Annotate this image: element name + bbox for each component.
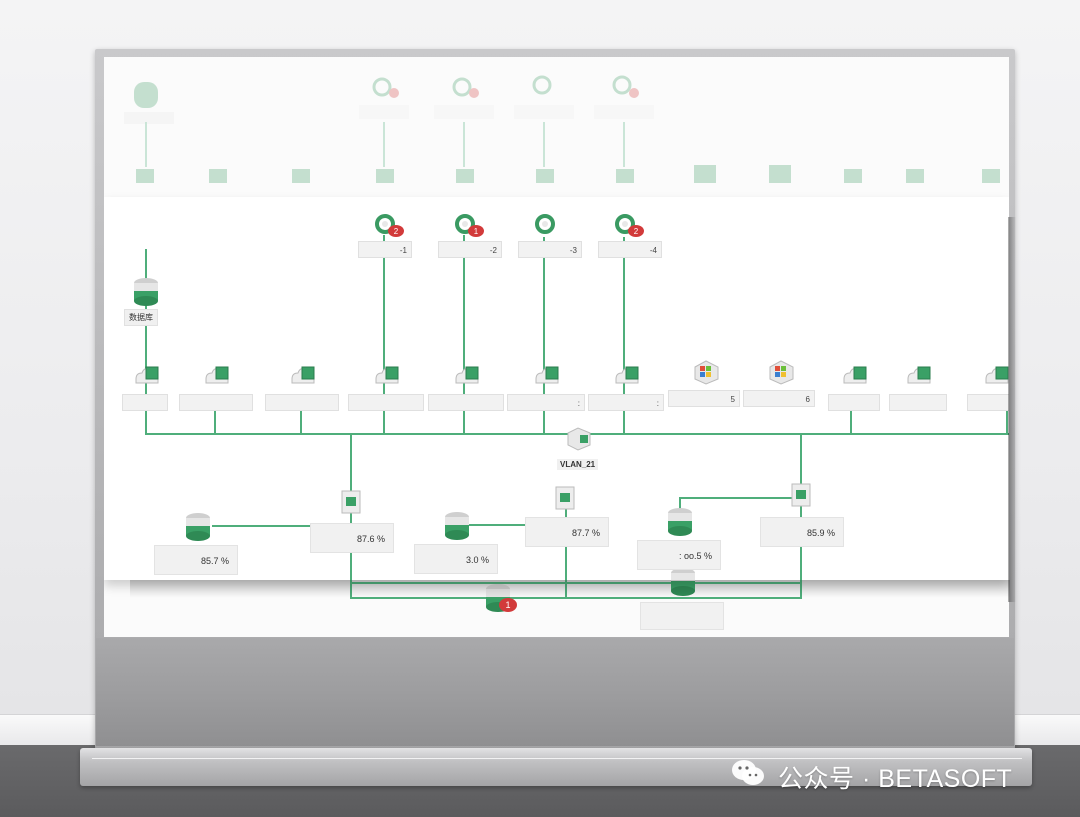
host-server-icon[interactable] <box>614 361 642 389</box>
bottom-bus <box>350 597 802 599</box>
link-db3-drop <box>679 497 681 517</box>
metric-value: 3.0 % <box>465 555 489 565</box>
host-server-icon[interactable] <box>290 361 318 389</box>
metric-card-empty[interactable] <box>640 602 724 630</box>
alert-badge: 1 <box>499 598 517 612</box>
windows-host-icon[interactable] <box>767 357 795 385</box>
vlan-label: VLAN_21 <box>557 459 599 470</box>
app-service-icon[interactable]: 2 <box>372 211 404 239</box>
host-node-label <box>889 394 947 411</box>
metric-value: 85.9 % <box>806 528 835 538</box>
host-node-label: : <box>967 394 1009 411</box>
host-node-label <box>265 394 339 411</box>
host-server-icon[interactable] <box>906 361 934 389</box>
host-server-icon[interactable] <box>204 361 232 389</box>
link-app1 <box>383 235 385 434</box>
svg-text:2: 2 <box>634 227 639 236</box>
app-service-icon[interactable]: 2 <box>612 211 644 239</box>
metric-card[interactable]: 85.9 % <box>760 517 844 547</box>
host-node-label <box>828 394 880 411</box>
server-icon[interactable] <box>554 485 576 511</box>
ghost-topology-reflection <box>104 57 1009 197</box>
topology-panel: 数据库 2-11-2-32-4 ::56: VLAN_21 <box>104 197 1009 630</box>
display-kiosk-lower-panel <box>96 638 1014 746</box>
vlan-switch-icon[interactable] <box>564 425 592 451</box>
wechat-icon <box>732 760 764 785</box>
app-node-label: -2 <box>438 241 502 258</box>
database-icon[interactable] <box>443 511 471 541</box>
alert-badge: 2 <box>388 225 404 237</box>
host-node-label <box>179 394 253 411</box>
alert-badge: 2 <box>628 225 644 237</box>
link-db2-switch <box>467 524 567 526</box>
host-server-icon[interactable] <box>984 361 1009 389</box>
link-db-to-bus <box>145 249 147 434</box>
metric-value: 87.7 % <box>571 528 600 538</box>
host-node-label: : <box>507 394 585 411</box>
link-bus-to-right-switch <box>800 434 802 599</box>
app-node-label: -4 <box>598 241 662 258</box>
server-icon[interactable] <box>340 489 362 515</box>
host-node-label: : <box>588 394 664 411</box>
metric-card[interactable]: 87.7 % <box>525 517 609 547</box>
host-server-icon[interactable] <box>134 361 162 389</box>
link-app4 <box>623 237 625 434</box>
link-db1-switch <box>212 525 352 527</box>
app-node-label: -3 <box>518 241 582 258</box>
svg-text:1: 1 <box>474 227 479 236</box>
host-node-label <box>428 394 504 411</box>
link-host2 <box>214 397 216 434</box>
database-label: 数据库 <box>124 309 158 326</box>
watermark-text: 公众号 · BETASOFT <box>778 765 1013 793</box>
host-server-icon[interactable] <box>534 361 562 389</box>
panel-shadow-bottom <box>130 580 1010 598</box>
link-host12 <box>1006 397 1008 434</box>
bottom-bus-2 <box>350 582 802 584</box>
link-app3 <box>543 237 545 434</box>
link-host10 <box>850 397 852 434</box>
metric-card[interactable]: : oo.5 % <box>637 540 721 570</box>
app-node-label: -1 <box>358 241 412 258</box>
app-service-icon[interactable] <box>532 211 564 239</box>
host-server-icon[interactable] <box>374 361 402 389</box>
host-server-icon[interactable] <box>454 361 482 389</box>
ghost-topology-drawing <box>124 75 1000 183</box>
link-bus-to-left-switch <box>350 434 352 599</box>
database-icon[interactable] <box>184 512 212 542</box>
host-node-label <box>122 394 168 411</box>
host-node-label: 6 <box>743 390 815 407</box>
database-icon[interactable] <box>669 567 697 597</box>
metric-value: : oo.5 % <box>678 551 712 561</box>
windows-host-icon[interactable] <box>692 357 720 385</box>
host-node-label: 5 <box>668 390 740 407</box>
kiosk-base-highlight <box>92 758 1022 759</box>
link-app2 <box>463 235 465 434</box>
alert-badge: 1 <box>468 225 484 237</box>
display-kiosk-base <box>80 748 1032 786</box>
alert-badge-count: 1 <box>505 600 510 610</box>
link-middle-switch <box>565 497 567 599</box>
metric-card[interactable]: 87.6 % <box>310 523 394 553</box>
panel-shadow-right <box>1008 217 1016 602</box>
svg-text:2: 2 <box>394 227 399 236</box>
link-host3 <box>300 397 302 434</box>
database-icon[interactable] <box>666 507 694 537</box>
host-server-icon[interactable] <box>842 361 870 389</box>
link-db3-switch <box>679 497 801 499</box>
database-icon[interactable] <box>132 277 160 307</box>
server-icon[interactable] <box>790 482 812 508</box>
metric-value: 85.7 % <box>200 556 229 566</box>
metric-value: 87.6 % <box>356 534 385 544</box>
metric-card[interactable]: 85.7 % <box>154 545 238 575</box>
metric-card[interactable]: 3.0 % <box>414 544 498 574</box>
display-screen: 数据库 2-11-2-32-4 ::56: VLAN_21 <box>104 57 1009 637</box>
app-service-icon[interactable]: 1 <box>452 211 484 239</box>
host-node-label <box>348 394 424 411</box>
